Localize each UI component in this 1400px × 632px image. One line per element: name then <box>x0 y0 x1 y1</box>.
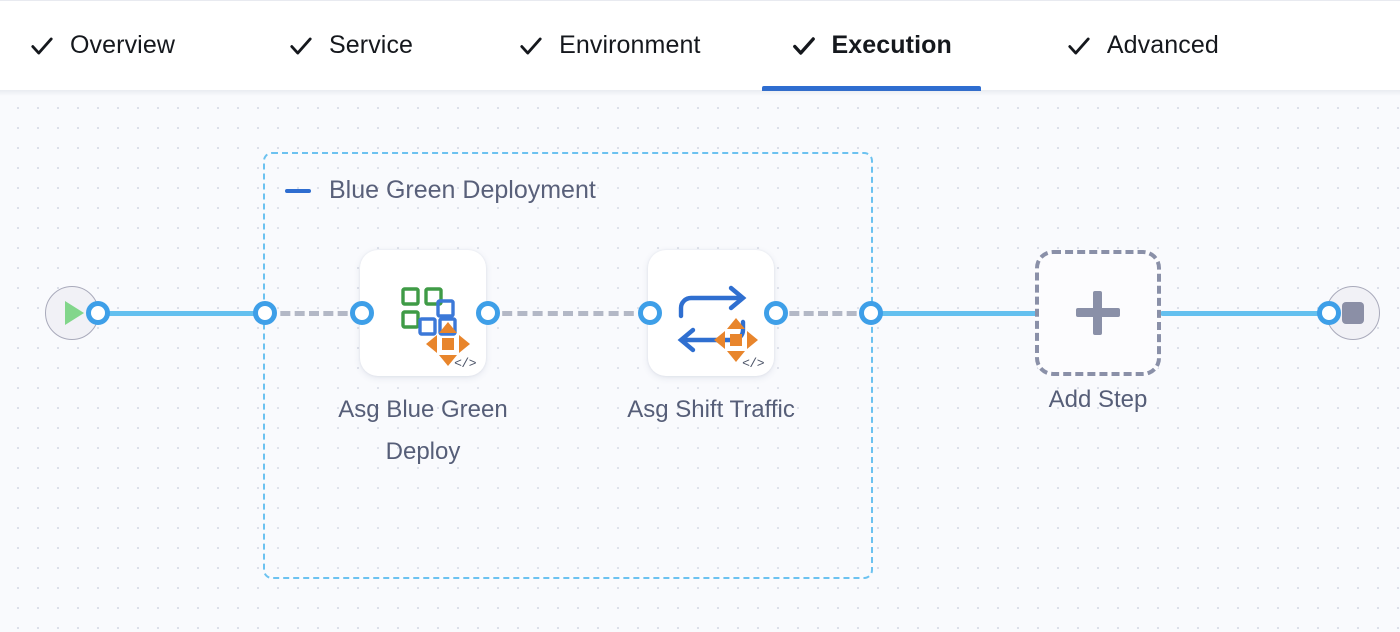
connector-add-step-to-end <box>1160 311 1328 316</box>
asg-blue-green-deploy-icon <box>401 287 470 366</box>
step-node-asg-blue-green-deploy[interactable]: </> Asg Blue Green Deploy <box>338 250 508 465</box>
stage-group-title: Blue Green Deployment <box>329 176 596 204</box>
check-icon <box>29 33 55 59</box>
connector-group-exit-to-add-step <box>871 311 1038 316</box>
port-group-out[interactable] <box>859 301 883 325</box>
active-tab-underline <box>761 85 981 91</box>
code-badge: </> <box>742 356 764 371</box>
tab-overview[interactable]: Overview <box>29 1 175 91</box>
pipeline-step-tabs: Overview Service Environment Execution <box>0 0 1400 96</box>
connector-start-to-group <box>98 311 266 316</box>
port-step2-in[interactable] <box>638 301 662 325</box>
check-icon <box>1066 33 1092 59</box>
port-group-in[interactable] <box>253 301 277 325</box>
step-card[interactable]: </> <box>360 250 486 376</box>
step-label: Asg Blue Green Deploy <box>338 396 508 465</box>
add-step-node[interactable]: Add Step <box>1035 250 1161 413</box>
tab-execution[interactable]: Execution <box>761 1 981 91</box>
move-arrows-icon <box>714 318 758 362</box>
step-label: Asg Shift Traffic <box>627 396 795 423</box>
add-step-button[interactable] <box>1035 250 1161 376</box>
step-node-asg-shift-traffic[interactable]: </> Asg Shift Traffic <box>627 250 795 423</box>
connector-step2-to-group-exit <box>775 311 871 316</box>
asg-shift-traffic-icon <box>677 285 758 362</box>
port-step2-out[interactable] <box>764 301 788 325</box>
tab-label: Advanced <box>1106 31 1219 59</box>
move-arrows-icon <box>426 322 470 366</box>
play-icon <box>65 301 84 325</box>
tab-label: Overview <box>70 31 175 59</box>
tab-label: Service <box>329 31 414 59</box>
add-step-label: Add Step <box>1048 386 1148 413</box>
port-step1-out[interactable] <box>476 301 500 325</box>
connector-group-entry-to-step1 <box>266 311 362 316</box>
tab-label: Environment <box>559 31 701 59</box>
port-step1-in[interactable] <box>350 301 374 325</box>
tab-advanced[interactable]: Advanced <box>1066 1 1219 91</box>
check-icon <box>288 33 314 59</box>
tab-environment[interactable]: Environment <box>518 1 700 91</box>
stage-group-header[interactable]: Blue Green Deployment <box>285 176 596 205</box>
check-icon <box>791 33 817 59</box>
minus-icon[interactable] <box>285 188 311 193</box>
port-start-out[interactable] <box>86 301 110 325</box>
step-card[interactable]: </> <box>648 250 774 376</box>
plus-icon <box>1076 291 1120 335</box>
check-icon <box>518 33 544 59</box>
tab-service[interactable]: Service <box>288 1 413 91</box>
code-badge: </> <box>454 356 476 371</box>
stage-group-blue-green-deployment[interactable]: Blue Green Deployment <box>263 152 873 579</box>
connector-step1-to-step2 <box>487 311 649 316</box>
execution-graph-canvas[interactable]: Blue Green Deployment <box>0 90 1400 632</box>
tab-label: Execution <box>831 31 952 59</box>
port-end-in[interactable] <box>1317 301 1341 325</box>
stop-icon <box>1342 302 1364 324</box>
